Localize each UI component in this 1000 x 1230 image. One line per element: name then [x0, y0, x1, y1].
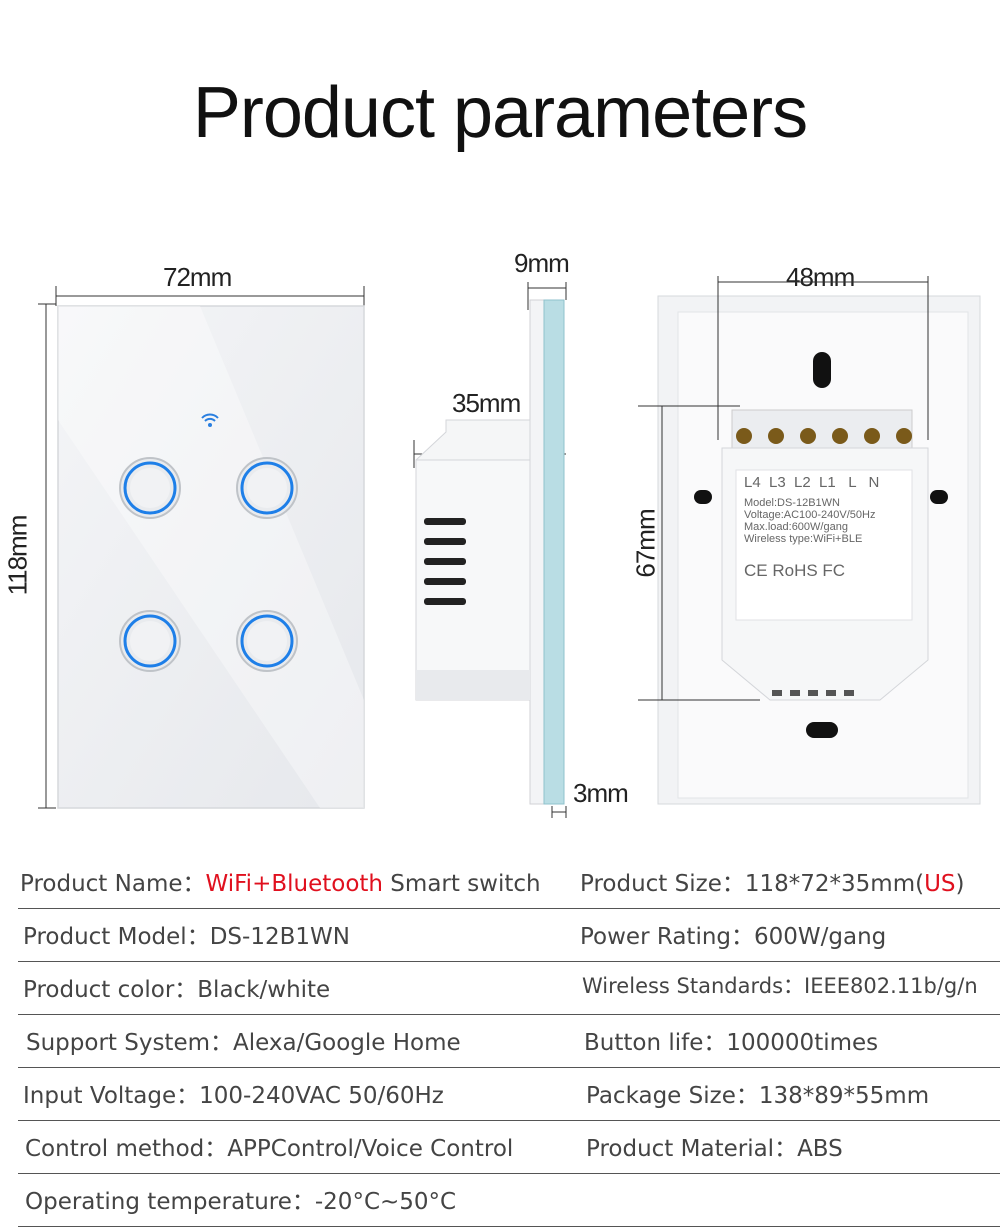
- spec-label: Control method：: [25, 1136, 228, 1162]
- spec-value: 600W/gang: [754, 924, 887, 950]
- spec-value: Alexa/Google Home: [233, 1030, 461, 1056]
- front-panel: [57, 305, 365, 809]
- terminal-labels: L4 L3 L2 L1 L N: [744, 474, 880, 491]
- spec-label: Support System：: [26, 1030, 233, 1056]
- spec-label: Button life：: [584, 1030, 727, 1056]
- spec-label: Product Material：: [586, 1136, 798, 1162]
- touch-button-4: [236, 610, 298, 672]
- spec-value-tail: ): [955, 871, 965, 897]
- spec-value: IEEE802.11b/g/n: [804, 974, 978, 998]
- spec-value: 100-240VAC 50/60Hz: [199, 1083, 444, 1109]
- spec-value-highlight: US: [924, 871, 956, 897]
- wifi-icon: [201, 413, 219, 427]
- page-title: Product parameters: [192, 73, 808, 153]
- spec-label: Product Name：: [20, 871, 206, 897]
- label-model: Model:DS-12B1WN: [744, 497, 840, 509]
- spec-row: Product Model：DS-12B1WN Power Rating：600…: [18, 909, 1000, 962]
- spec-value: Black/white: [197, 977, 331, 1003]
- label-wireless: Wireless type:WiFi+BLE: [744, 533, 863, 545]
- side-view: [413, 282, 567, 818]
- front-view: [38, 286, 365, 809]
- spec-table: Product Name：WiFi+Bluetooth Smart switch…: [18, 856, 1000, 1227]
- spec-value: 138*89*55mm: [758, 1083, 930, 1109]
- spec-value: Smart switch: [383, 871, 541, 897]
- spec-value: APPControl/Voice Control: [227, 1136, 514, 1162]
- spec-row: Input Voltage：100-240VAC 50/60Hz Package…: [18, 1068, 1000, 1121]
- spec-label: Product Size：: [580, 871, 745, 897]
- side-glass-label: 3mm: [573, 778, 629, 808]
- label-maxload: Max.load:600W/gang: [744, 521, 848, 533]
- spec-label: Wireless Standards：: [582, 974, 805, 998]
- spec-label: Package Size：: [586, 1083, 759, 1109]
- spec-label: Product Model：: [23, 924, 210, 950]
- spec-value: ABS: [797, 1136, 843, 1162]
- touch-button-3: [119, 610, 181, 672]
- spec-row: Support System：Alexa/Google Home Button …: [18, 1015, 1000, 1068]
- spec-row: Operating temperature：-20°C~50°C: [18, 1174, 1000, 1227]
- side-box-depth-label: 35mm: [452, 388, 521, 418]
- back-view: [638, 276, 981, 805]
- back-label: L4 L3 L2 L1 L N Model:DS-12B1WN Voltage:…: [744, 474, 914, 581]
- spec-label: Power Rating：: [580, 924, 755, 950]
- spec-value: -20°C~50°C: [314, 1189, 457, 1215]
- spec-value-highlight: WiFi+Bluetooth: [205, 871, 384, 897]
- touch-button-2: [236, 457, 298, 519]
- spec-value: 118*72*35mm(: [744, 871, 925, 897]
- spec-row: Control method：APPControl/Voice Control …: [18, 1121, 1000, 1174]
- spec-label: Operating temperature：: [25, 1189, 315, 1215]
- touch-button-1: [119, 457, 181, 519]
- label-voltage: Voltage:AC100-240V/50Hz: [744, 509, 876, 521]
- spec-value: 100000times: [726, 1030, 879, 1056]
- spec-value: DS-12B1WN: [209, 924, 350, 950]
- side-panel-depth-label: 9mm: [514, 248, 570, 278]
- spec-label: Product color：: [23, 977, 198, 1003]
- label-certs: CE RoHS FC: [744, 561, 846, 580]
- spec-row: Product Name：WiFi+Bluetooth Smart switch…: [18, 856, 1000, 909]
- spec-label: Input Voltage：: [23, 1083, 200, 1109]
- product-diagrams: [38, 276, 981, 818]
- spec-row: Product color：Black/white Wireless Stand…: [18, 962, 1000, 1015]
- back-width-label: 48mm: [786, 262, 855, 292]
- front-width-label: 72mm: [163, 262, 232, 292]
